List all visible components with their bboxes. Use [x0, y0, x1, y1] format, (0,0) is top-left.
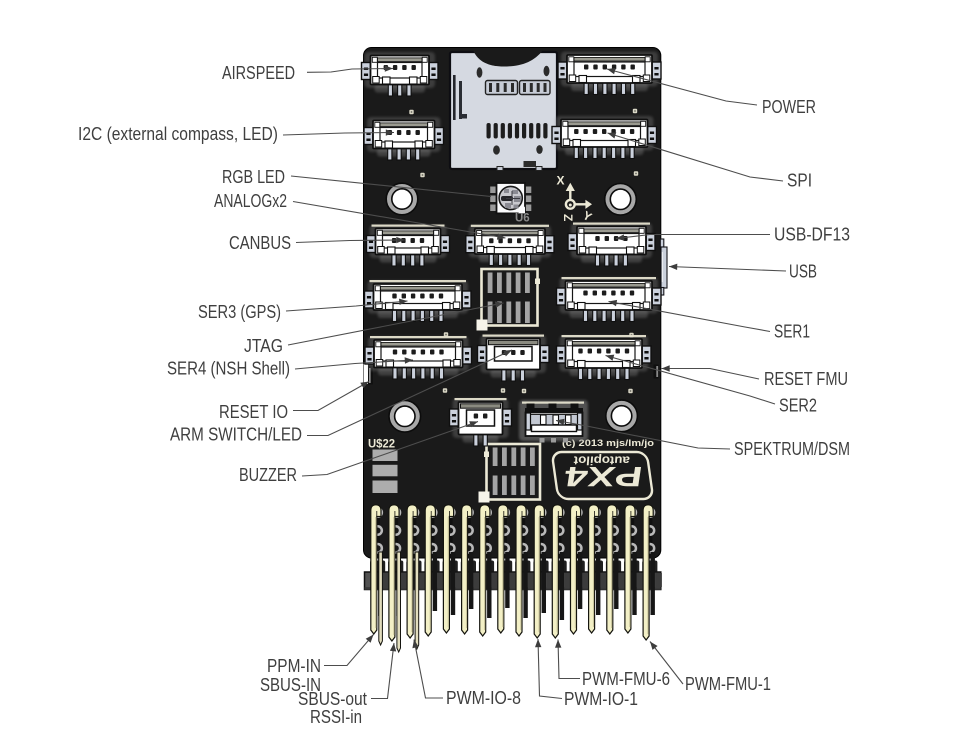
svg-text:PWM-FMU-6: PWM-FMU-6: [582, 669, 670, 689]
svg-text:USB: USB: [789, 262, 817, 282]
svg-text:PPM-IN: PPM-IN: [267, 656, 321, 676]
svg-text:USB-DF13: USB-DF13: [774, 225, 850, 245]
svg-text:PWM-FMU-1: PWM-FMU-1: [685, 674, 771, 694]
svg-text:X: X: [557, 174, 565, 188]
svg-text:I2C (external compass, LED): I2C (external compass, LED): [78, 124, 278, 144]
svg-text:ANALOGx2: ANALOGx2: [214, 191, 287, 211]
svg-text:RESET FMU: RESET FMU: [764, 369, 848, 389]
svg-text:Z: Z: [561, 214, 575, 221]
svg-text:JTAG: JTAG: [244, 336, 283, 356]
svg-text:SBUS-out: SBUS-out: [298, 689, 367, 709]
svg-text:PWM-IO-8: PWM-IO-8: [446, 688, 521, 708]
svg-text:SER2: SER2: [779, 396, 817, 416]
svg-text:CANBUS: CANBUS: [229, 233, 291, 253]
svg-text:U6: U6: [515, 213, 530, 225]
svg-text:SPI: SPI: [787, 171, 812, 191]
svg-text:AIRSPEED: AIRSPEED: [222, 63, 295, 83]
svg-text:U$22: U$22: [368, 437, 395, 451]
svg-text:SER4 (NSH Shell): SER4 (NSH Shell): [167, 359, 290, 379]
svg-text:autopilot: autopilot: [572, 454, 631, 468]
svg-text:SER1: SER1: [774, 322, 810, 342]
svg-text:SER3 (GPS): SER3 (GPS): [198, 302, 281, 322]
svg-text:PX4: PX4: [562, 461, 645, 492]
svg-text:SPEKTRUM/DSM: SPEKTRUM/DSM: [734, 439, 850, 459]
svg-text:PWM-IO-1: PWM-IO-1: [564, 689, 638, 709]
svg-text:SBUS-IN: SBUS-IN: [260, 675, 321, 695]
svg-text:BUZZER: BUZZER: [239, 465, 297, 485]
svg-text:RGB LED: RGB LED: [222, 167, 285, 187]
svg-text:RSSI-in: RSSI-in: [310, 707, 362, 727]
svg-text:(c) 2013 mjs/lm/jo: (c) 2013 mjs/lm/jo: [562, 438, 654, 449]
svg-text:RESET IO: RESET IO: [219, 402, 288, 422]
svg-text:ARM SWITCH/LED: ARM SWITCH/LED: [170, 425, 302, 445]
svg-text:POWER: POWER: [762, 97, 816, 117]
